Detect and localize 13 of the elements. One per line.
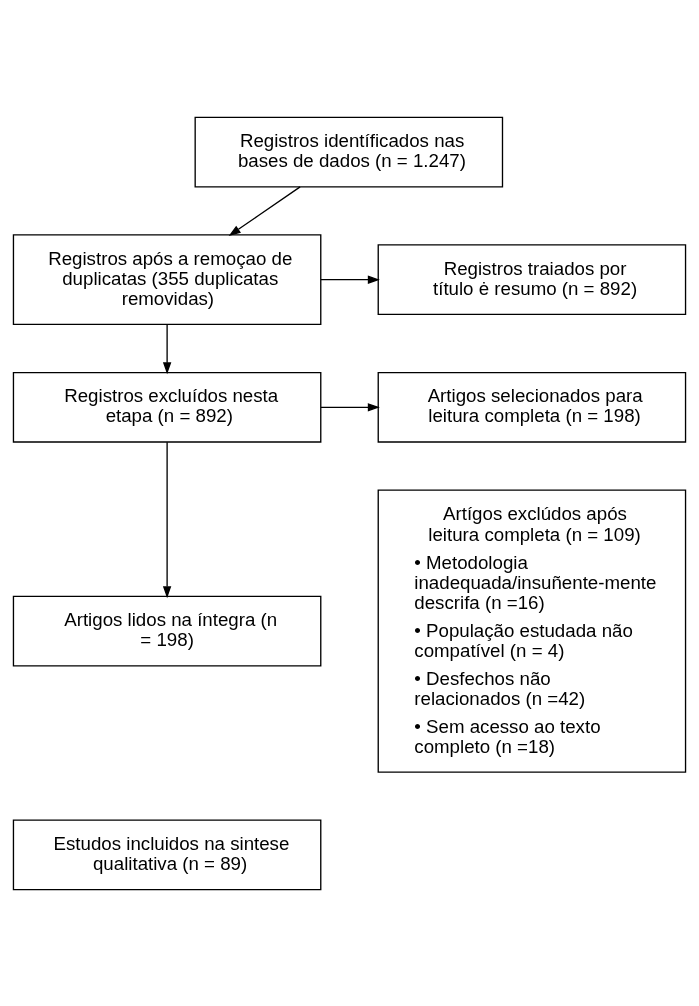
node-box: Artigos lidos na íntegra (n = 198) xyxy=(12,595,322,666)
node-box: Registros excluídos nesta etapa (n = 892) xyxy=(12,371,322,443)
node-box: Artigos selecionados para leitura completa (n = 198) xyxy=(377,371,687,443)
node-box: Registros traiados por título ė resumo (n = 892) xyxy=(377,243,687,315)
node-box: Estudos incluidos na sintese qualitativa (n = 89) xyxy=(12,819,322,890)
arrow xyxy=(162,441,172,598)
node-box: Registros após a remoçao de duplicatas (355 duplicatas removidas) xyxy=(12,233,322,325)
node-box: Artígos exclúdos após leitura completa (n = 109) • Metodologia inadequada/insuñente-mente descrifa (n =16) • População estudada não compatível (n = 4) • Desfechos não relacionados (n =42) • Sem acesso ao texto completo (n =18) xyxy=(377,488,687,773)
arrow xyxy=(162,323,172,374)
arrow xyxy=(320,274,380,284)
arrow xyxy=(320,402,380,411)
arrow xyxy=(228,185,301,236)
node-box: Registros identíficados nas bases de dados (n = 1.247) xyxy=(194,116,504,187)
